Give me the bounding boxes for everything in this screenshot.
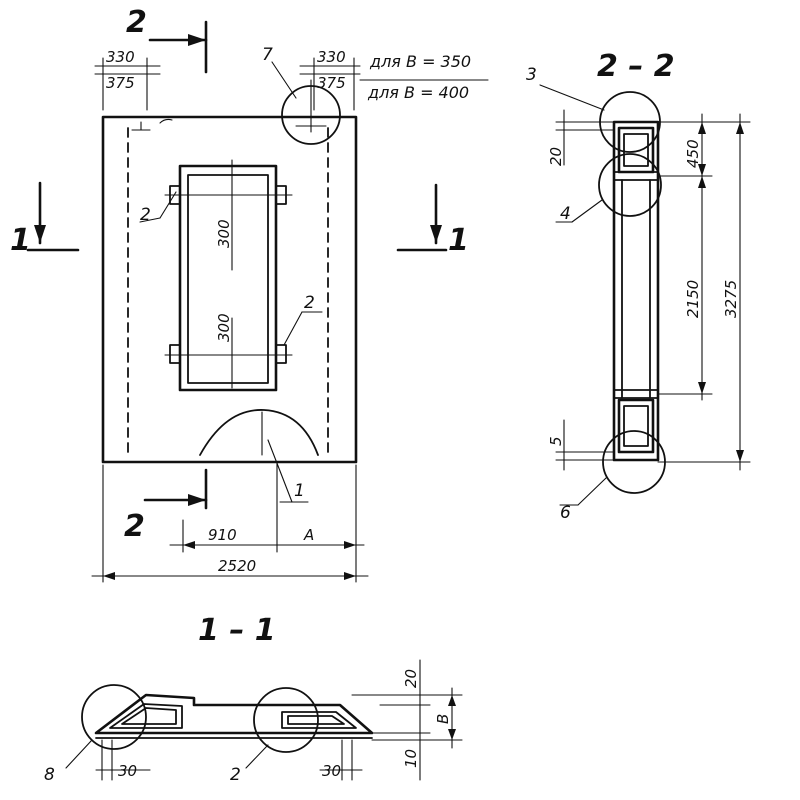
callout-2-section11: 2 <box>230 765 241 785</box>
dim-375-right: 375 <box>317 74 346 92</box>
dim-910: 910 <box>208 526 237 544</box>
loop-bottom-left <box>169 344 181 364</box>
dim-450: 450 <box>684 139 702 168</box>
opening-frame-outer <box>178 164 278 392</box>
callout-8: 8 <box>44 765 55 785</box>
dim-300-bottom: 300 <box>215 313 233 342</box>
slab-outline <box>101 115 358 464</box>
dim-10-section11: 10 <box>402 749 420 768</box>
arch-cutout <box>199 409 319 456</box>
dim-30-right: 30 <box>322 762 341 780</box>
dim-2150: 2150 <box>684 280 702 318</box>
detail-circle-8 <box>81 684 147 750</box>
callout-4: 4 <box>560 204 571 224</box>
callout-2-right: 2 <box>304 293 315 313</box>
note-b350: для В = 350 <box>369 52 471 71</box>
dim-3275: 3275 <box>722 280 740 318</box>
callout-6: 6 <box>560 503 571 523</box>
dim-30-left: 30 <box>118 762 137 780</box>
callout-7: 7 <box>262 45 273 65</box>
dim-20-section11: 20 <box>402 669 420 688</box>
dim-375-left: 375 <box>106 74 135 92</box>
detail-circle-4 <box>598 153 662 217</box>
dim-5-section22: 5 <box>547 436 565 446</box>
dim-20-section22: 20 <box>547 147 565 166</box>
dim-2520: 2520 <box>218 557 256 575</box>
callout-1: 1 <box>294 481 305 501</box>
dim-A: A <box>303 526 314 544</box>
detail-circle-6 <box>602 430 666 494</box>
section-mark-1-right: 1 <box>448 223 469 258</box>
callout-2-left: 2 <box>140 205 151 225</box>
section-1-1: 1 – 1 8 2 30 30 20 10 <box>44 613 463 785</box>
section-1-1-title: 1 – 1 <box>198 613 276 648</box>
dim-300-top: 300 <box>215 219 233 248</box>
section-2-2: 2 – 2 3 4 6 20 5 <box>526 49 751 523</box>
loop-bottom-right <box>275 344 287 364</box>
plan-view: 300 300 330 375 330 375 для В = 350 для … <box>10 5 489 583</box>
dim-B-section11: B <box>434 714 452 724</box>
detail-circle-2 <box>253 687 319 753</box>
section-mark-2-top: 2 <box>126 5 147 40</box>
section-mark-1-left: 1 <box>10 223 31 258</box>
callout-3: 3 <box>526 65 537 85</box>
dim-330-left: 330 <box>106 48 135 66</box>
section-2-2-title: 2 – 2 <box>597 49 675 84</box>
opening-frame-inner <box>187 174 269 384</box>
member-outline <box>612 120 660 462</box>
section-mark-2-bottom: 2 <box>124 509 145 544</box>
note-b400: для В = 400 <box>367 83 469 102</box>
dim-330-right: 330 <box>317 48 346 66</box>
